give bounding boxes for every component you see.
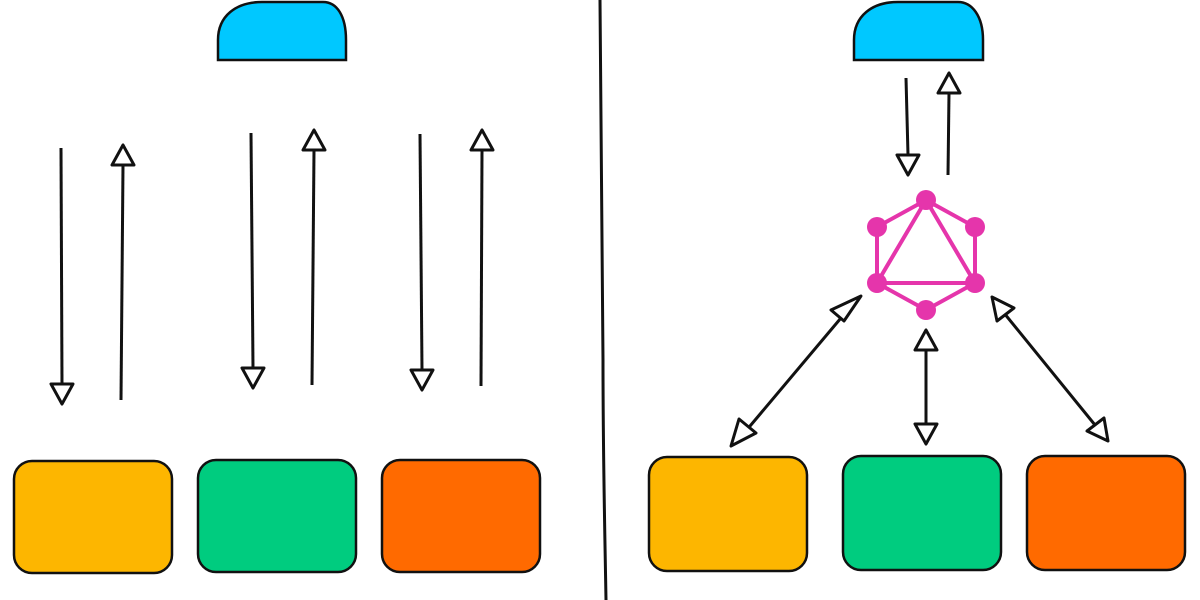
response-arrow <box>469 128 495 387</box>
service-box-green <box>841 454 1003 572</box>
service-box-yellow <box>12 459 174 575</box>
right-panel <box>647 0 1187 573</box>
request-arrow <box>409 133 435 392</box>
request-arrow <box>895 77 921 177</box>
bidirectional-arrow-yellow <box>729 294 863 448</box>
bidirectional-arrow-orange <box>990 295 1110 443</box>
panel-divider <box>598 0 608 600</box>
service-box-yellow <box>647 455 809 573</box>
response-arrow <box>110 143 136 401</box>
service-box-orange <box>1025 454 1187 572</box>
left-panel <box>12 0 542 575</box>
response-arrow <box>301 128 327 386</box>
graphql-logo-icon <box>867 190 985 320</box>
user-icon <box>216 0 348 62</box>
response-arrow <box>936 71 962 176</box>
request-arrow <box>240 132 266 390</box>
request-arrow <box>49 147 75 406</box>
service-box-green <box>196 458 358 574</box>
bidirectional-arrow-green <box>913 328 939 446</box>
user-icon <box>852 0 985 62</box>
service-box-orange <box>380 458 542 574</box>
